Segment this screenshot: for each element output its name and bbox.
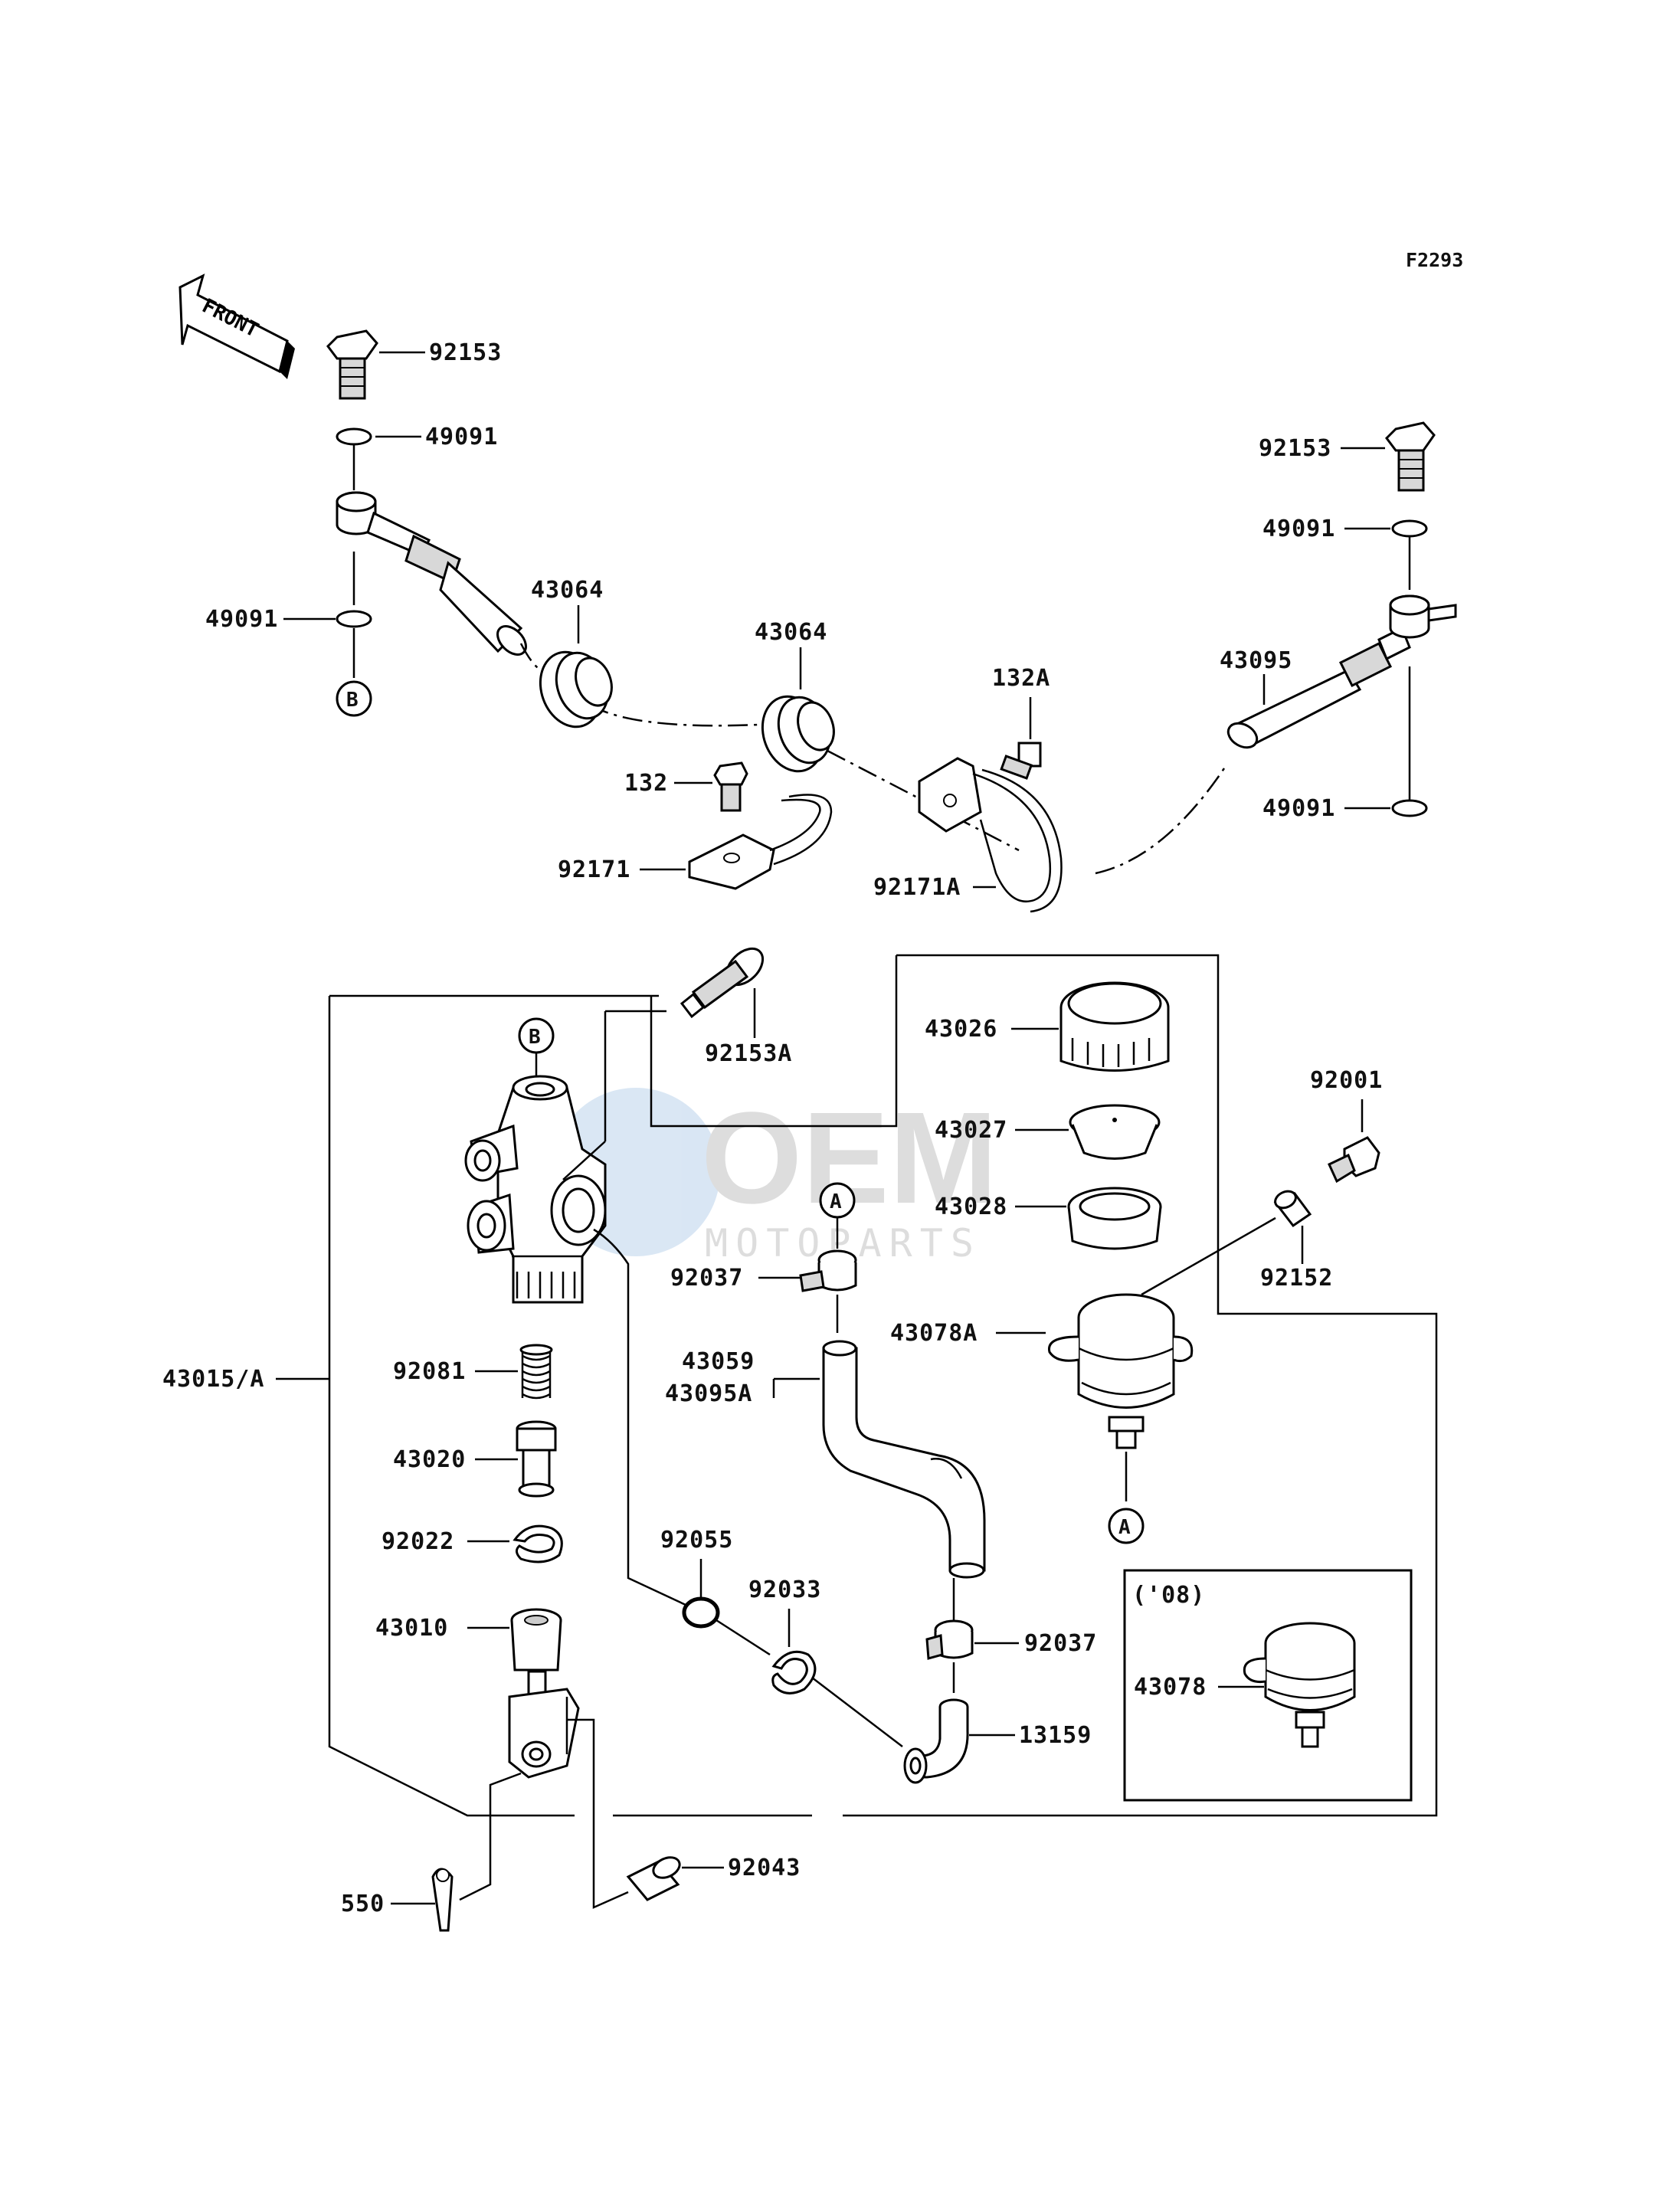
svg-text:A: A [830, 1190, 842, 1213]
label-92001: 92001 [1310, 1067, 1383, 1094]
label-550: 550 [341, 1891, 385, 1917]
washer-left-lower [336, 610, 372, 628]
label-92152: 92152 [1260, 1265, 1333, 1292]
callout-b-top: B [336, 680, 372, 717]
circlip-92033 [771, 1650, 817, 1694]
callout-b-lower: B [518, 1017, 555, 1054]
label-92171a: 92171A [873, 874, 961, 901]
hose-43059 [822, 1340, 986, 1579]
label-49091-right-bottom: 49091 [1262, 795, 1335, 822]
spring-92081 [519, 1344, 553, 1400]
label-43015a: 43015/A [162, 1366, 264, 1393]
svg-text:B: B [529, 1026, 541, 1049]
washer-left-top [336, 427, 372, 446]
screw-92001 [1328, 1136, 1380, 1184]
circlip-92022 [513, 1524, 563, 1563]
reservoir-cap-43026 [1059, 981, 1170, 1072]
label-43026: 43026 [925, 1016, 997, 1043]
label-43095a: 43095A [665, 1380, 752, 1407]
callout-a-top: A [819, 1182, 856, 1219]
label-43078: 43078 [1134, 1674, 1207, 1701]
bolt-92153a [680, 947, 765, 1019]
label-49091-left-top: 49091 [425, 424, 498, 450]
label-49091-left-lower: 49091 [205, 606, 278, 633]
o-ring-92055 [682, 1596, 720, 1629]
clevis-pin-92043 [626, 1856, 681, 1901]
watermark: OEM MOTOPARTS [552, 1085, 997, 1265]
label-132: 132 [624, 770, 668, 797]
label-92153a: 92153A [705, 1040, 792, 1067]
diaphragm-43028 [1067, 1187, 1162, 1250]
label-43059: 43059 [682, 1348, 755, 1375]
elbow-13159 [903, 1698, 969, 1784]
washer-right-bottom [1391, 799, 1428, 817]
reservoir-43078 [1243, 1622, 1356, 1748]
label-92153-left: 92153 [429, 339, 502, 366]
label-43027: 43027 [935, 1117, 1007, 1144]
banjo-fitting-right [1226, 594, 1457, 749]
banjo-bolt-right [1385, 421, 1436, 492]
bolt-132a [1000, 742, 1042, 780]
hose-clip-92037-top [799, 1249, 857, 1292]
label-43010: 43010 [375, 1615, 448, 1642]
label-132a: 132A [992, 665, 1050, 692]
label-43020: 43020 [393, 1446, 466, 1473]
label-92022: 92022 [382, 1528, 454, 1555]
plate-43027 [1069, 1104, 1161, 1160]
master-cylinder-body [464, 1075, 607, 1304]
hose-clip-92037-bottom [925, 1619, 974, 1660]
front-arrow-icon: FRONT [178, 273, 295, 379]
label-43028: 43028 [935, 1193, 1007, 1220]
cotter-pin-550 [431, 1868, 454, 1932]
clevis [508, 1670, 580, 1779]
inset-08-box: ('08) 43078 [1123, 1569, 1413, 1802]
reservoir-43078a [1048, 1293, 1194, 1449]
label-92037-bottom: 92037 [1024, 1630, 1097, 1657]
label-92033: 92033 [748, 1577, 821, 1603]
assembly-bracket-outline [328, 996, 575, 1817]
diagram-code: F2293 [1406, 249, 1463, 271]
boot-43010 [510, 1608, 562, 1671]
label-92055: 92055 [660, 1527, 733, 1554]
banjo-bolt-left [326, 329, 378, 400]
collar-92152 [1273, 1190, 1312, 1228]
banjo-fitting-left [336, 491, 527, 656]
piston-43020 [516, 1420, 557, 1498]
svg-text:A: A [1118, 1516, 1131, 1539]
label-43095: 43095 [1220, 647, 1292, 674]
washer-right-top [1391, 519, 1428, 538]
grommet-mid [761, 695, 835, 773]
grommet-left [539, 650, 613, 729]
label-49091-right-top: 49091 [1262, 516, 1335, 542]
label-92037-top: 92037 [670, 1265, 743, 1292]
label-43064-left: 43064 [531, 577, 604, 604]
label-43064-mid: 43064 [755, 619, 827, 646]
label-13159: 13159 [1019, 1722, 1092, 1749]
label-92081: 92081 [393, 1358, 466, 1385]
label-43078a: 43078A [890, 1320, 978, 1347]
clamp-92171 [688, 794, 833, 890]
label-92043: 92043 [728, 1855, 801, 1881]
bolt-132 [713, 761, 748, 812]
label-92171: 92171 [558, 856, 630, 883]
label-92153-right: 92153 [1259, 435, 1331, 462]
inset-label: ('08) [1132, 1582, 1205, 1609]
svg-text:B: B [346, 689, 359, 712]
callout-a-bottom: A [1108, 1508, 1145, 1544]
clamp-92171a [918, 757, 1063, 913]
